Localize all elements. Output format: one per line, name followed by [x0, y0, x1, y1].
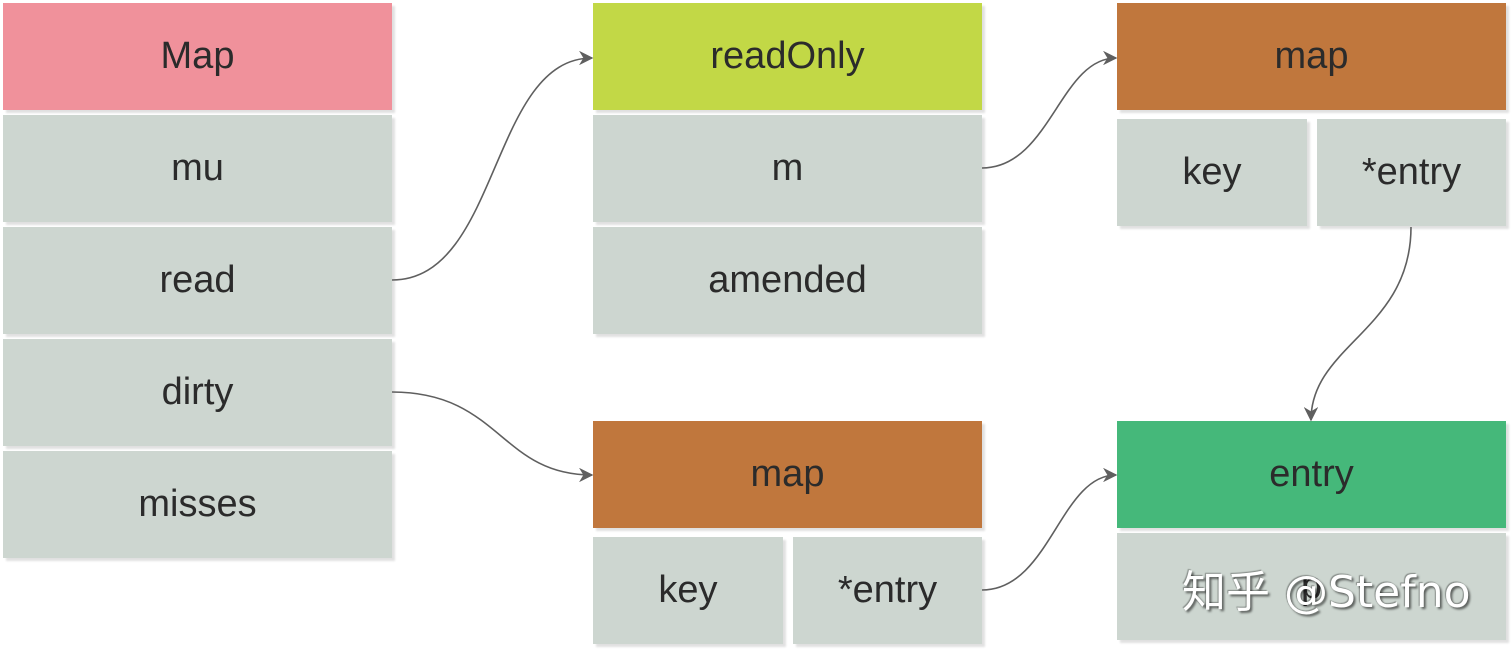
map-field-read: read — [3, 227, 392, 334]
readonly-map-entry-pointer: *entry — [1317, 119, 1506, 226]
field-label: amended — [708, 259, 867, 301]
key-label: key — [658, 569, 718, 611]
readonly-struct-title: readOnly — [710, 35, 865, 77]
watermark: 知乎 @Stefno — [1182, 567, 1471, 618]
readonly-struct-header: readOnly — [593, 3, 982, 110]
entry-pointer-label: *entry — [837, 569, 938, 611]
map-struct-title: Map — [160, 35, 235, 77]
field-label: dirty — [161, 371, 234, 413]
readonly-entry-pointer-to-entry-connector — [1303, 226, 1412, 422]
m-to-readonly-map-connector — [981, 50, 1118, 169]
dirty-map-key: key — [593, 537, 783, 644]
dirty-entry-pointer-to-entry-connector — [981, 467, 1118, 591]
field-label: m — [771, 147, 804, 189]
readonly-field-amended: amended — [593, 227, 982, 334]
map-struct-header: Map — [3, 3, 392, 110]
field-label: misses — [138, 483, 257, 525]
entry-struct-title: entry — [1269, 453, 1354, 495]
map-field-dirty: dirty — [3, 339, 392, 446]
key-label: key — [1182, 151, 1242, 193]
map-field-mu: mu — [3, 115, 392, 222]
dirty-to-dirty-map-connector — [391, 391, 594, 483]
field-label: mu — [171, 147, 224, 189]
field-label: read — [159, 259, 236, 301]
entry-field-p: p — [1117, 533, 1506, 640]
dirty-map-entry-pointer: *entry — [793, 537, 982, 644]
dirty-map-title: map — [750, 453, 825, 495]
map-field-misses: misses — [3, 451, 392, 558]
readonly-map-title: map — [1274, 35, 1349, 77]
read-to-readonly-connector — [391, 50, 594, 281]
readonly-map-key: key — [1117, 119, 1307, 226]
entry-struct-header: entry — [1117, 421, 1506, 528]
field-label: p — [1300, 565, 1323, 607]
readonly-map-header: map — [1117, 3, 1506, 110]
dirty-map-header: map — [593, 421, 982, 528]
readonly-field-m: m — [593, 115, 982, 222]
entry-pointer-label: *entry — [1361, 151, 1462, 193]
